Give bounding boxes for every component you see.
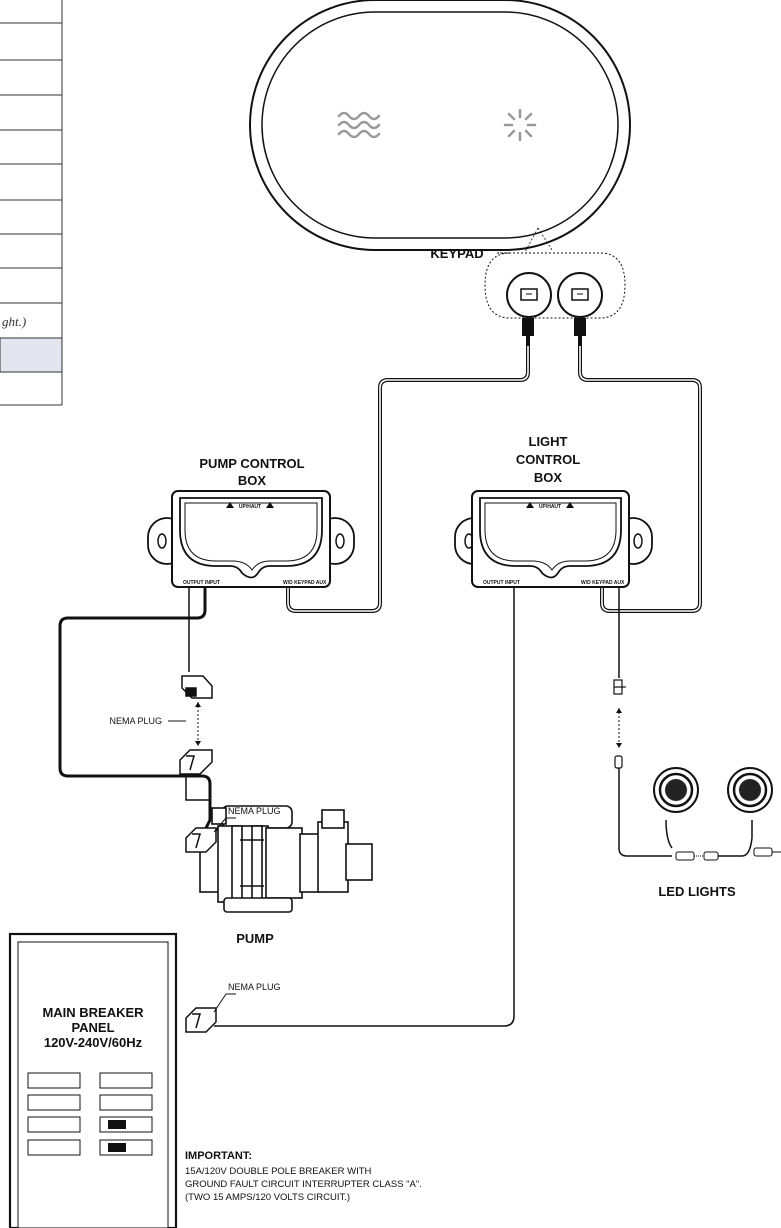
partial-table xyxy=(0,0,63,406)
led-light-2 xyxy=(727,767,773,813)
led-connector-bottom xyxy=(614,755,623,769)
light-power-cable xyxy=(214,587,515,1027)
pump-control-box xyxy=(147,490,355,588)
pump-box-keypad-aux: W/D KEYPAD AUX xyxy=(283,580,327,586)
keypad-cables xyxy=(286,346,702,613)
nema-plug-panel-1-label: NEMA PLUG xyxy=(228,806,281,816)
led-connector-top xyxy=(613,679,626,695)
important-line3: (TWO 15 AMPS/120 VOLTS CIRCUIT.) xyxy=(185,1192,350,1203)
keypad-connector-housing xyxy=(484,227,626,346)
keypad-label: KEYPAD xyxy=(430,246,483,261)
partial-table-text: ght.) xyxy=(2,314,26,329)
sun-icon xyxy=(503,108,537,142)
light-control-box-label-line1: LIGHT xyxy=(529,434,568,449)
nema-plug-pump-label: NEMA PLUG xyxy=(109,716,162,726)
pump xyxy=(199,805,373,913)
nema-plug-panel-1 xyxy=(185,827,217,853)
light-control-box xyxy=(454,490,653,588)
panel-label-line1: MAIN BREAKER xyxy=(42,1005,144,1020)
led-light-1 xyxy=(653,767,699,813)
nema-plug-pump-bottom xyxy=(179,749,213,775)
panel-label-line2: PANEL xyxy=(71,1020,114,1035)
main-breaker-panel xyxy=(8,932,178,1228)
waves-icon xyxy=(337,111,381,139)
pump-box-output-input: OUTPUT INPUT xyxy=(183,580,220,586)
keypad xyxy=(249,0,631,251)
important-line1: 15A/120V DOUBLE POLE BREAKER WITH xyxy=(185,1166,372,1177)
panel-label-line3: 120V-240V/60Hz xyxy=(44,1035,143,1050)
pump-box-up-label: UP/HAUT xyxy=(239,504,261,510)
nema-plug-pump-top xyxy=(181,675,213,699)
nema-plug-panel-2-label: NEMA PLUG xyxy=(228,982,281,992)
led-lights-label: LED LIGHTS xyxy=(658,884,736,899)
light-box-up-label: UP/HAUT xyxy=(539,504,561,510)
light-box-keypad-aux: W/D KEYPAD AUX xyxy=(581,580,625,586)
pump-control-box-label-line2: BOX xyxy=(238,473,267,488)
light-control-box-label-line3: BOX xyxy=(534,470,563,485)
led-connectors xyxy=(675,847,781,861)
light-box-output-input: OUTPUT INPUT xyxy=(483,580,520,586)
pump-cord xyxy=(185,774,211,810)
nema-plug-panel-2 xyxy=(185,1007,217,1033)
pump-power-cable xyxy=(58,587,212,831)
important-line2: GROUND FAULT CIRCUIT INTERRUPTER CLASS "… xyxy=(185,1179,422,1190)
pump-control-box-label-line1: PUMP CONTROL xyxy=(199,456,304,471)
pump-label: PUMP xyxy=(236,931,274,946)
light-control-box-label-line2: CONTROL xyxy=(516,452,580,467)
important-heading: IMPORTANT: xyxy=(185,1150,252,1162)
